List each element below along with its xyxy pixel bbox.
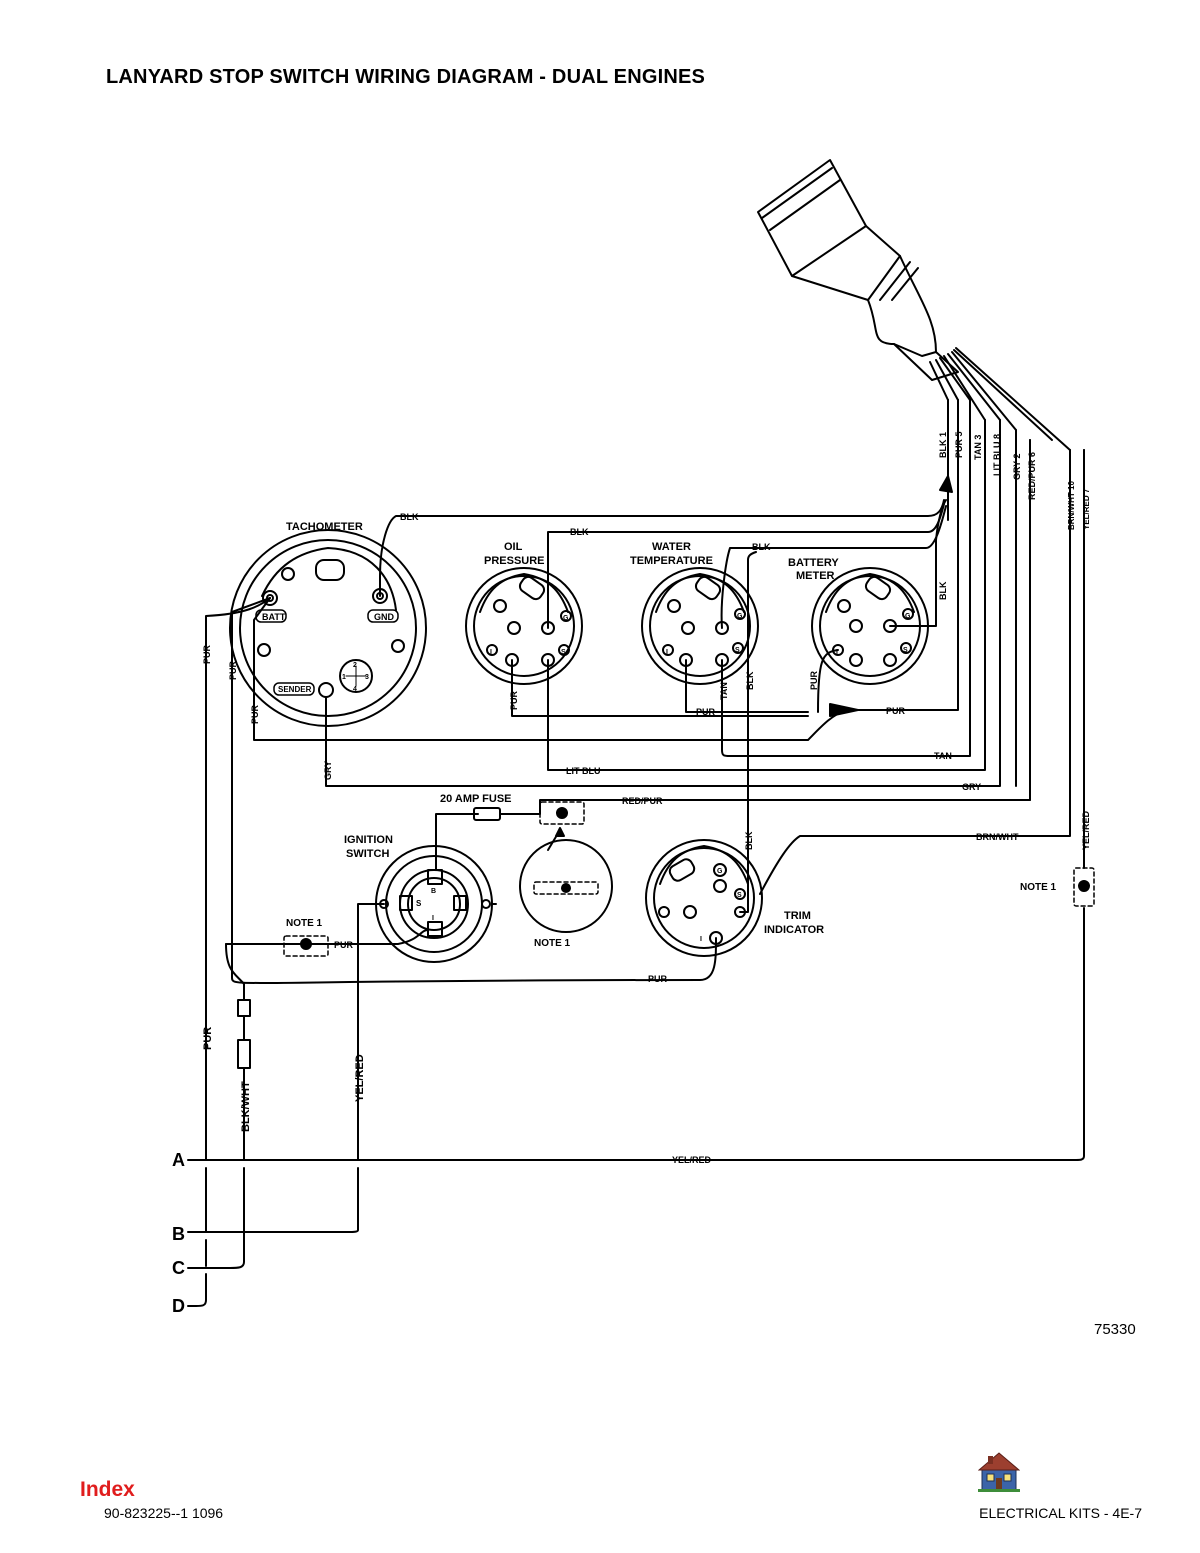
selector-number-4: 4 xyxy=(353,686,357,693)
water-g-terminal: G xyxy=(737,613,743,620)
wire-label-blk-wht: BLK/WHT xyxy=(240,1081,252,1132)
selector-number-1: 1 xyxy=(342,674,346,681)
water-temperature-gauge xyxy=(641,567,759,685)
figure-number: 75330 xyxy=(1094,1321,1136,1338)
wire-label-pur-lower: PUR xyxy=(202,1027,214,1050)
wire-label-blk-oil: BLK xyxy=(570,527,589,537)
water-temperature-label-1: WATER xyxy=(652,541,691,553)
wire-label-tan: TAN xyxy=(934,751,952,761)
wire-label-blk-water: BLK xyxy=(752,542,771,552)
yel-red-wires xyxy=(195,449,1095,1269)
wire-label-gry: GRY xyxy=(962,782,981,792)
trim-s-terminal: S xyxy=(737,892,742,899)
water-temperature-label-2: TEMPERATURE xyxy=(630,555,713,567)
ignition-b-terminal: B xyxy=(431,888,436,895)
gnd-terminal-label: GND xyxy=(374,612,395,622)
wire-label-gry-tach: GRY xyxy=(323,761,333,780)
ignition-i-terminal: I xyxy=(432,915,434,922)
harness-wire-blk-1: BLK 1 xyxy=(938,432,948,458)
wire-label-tan-water: TAN xyxy=(719,682,729,700)
sender-terminal-label: SENDER xyxy=(278,685,312,694)
connection-letter-d: D xyxy=(172,1296,185,1316)
wire-label-pur-battery: PUR xyxy=(809,670,819,690)
wire-label-brn-wht: BRN/WHT xyxy=(976,832,1019,842)
harness-wire-yel-red-7: YEL/RED 7 xyxy=(1082,488,1091,530)
wire-label-red-pur: RED/PUR xyxy=(622,796,663,806)
connection-letter-c: C xyxy=(172,1258,185,1278)
document-number: 90-823225--1 1096 xyxy=(104,1505,224,1521)
selector-number-3: 3 xyxy=(365,674,369,681)
wire-label-pur-main: PUR xyxy=(886,706,906,716)
battery-meter-label-2: METER xyxy=(796,570,835,582)
trim-indicator-gauge xyxy=(645,839,763,957)
batt-terminal-label: BATT xyxy=(262,612,286,622)
trim-i-terminal: I xyxy=(700,936,702,943)
wire-label-blk-water-v: BLK xyxy=(745,671,755,690)
section-footer: ELECTRICAL KITS - 4E-7 xyxy=(979,1505,1142,1521)
harness-wire-brn-wht-10: BRN/WHT 10 xyxy=(1067,481,1076,530)
harness-wire-pur-5: PUR 5 xyxy=(954,431,964,458)
wire-label-pur-tach-1: PUR xyxy=(202,644,212,664)
fuse-detail-inset xyxy=(519,827,613,933)
house-icon[interactable] xyxy=(978,1450,1020,1492)
harness-wire-red-pur-6: RED/PUR 6 xyxy=(1027,452,1037,500)
tachometer-label: TACHOMETER xyxy=(286,521,363,533)
wire-label-blk-tach: BLK xyxy=(400,512,419,522)
wire-label-lit-blu: LIT BLU xyxy=(566,766,601,776)
battery-i-terminal: I xyxy=(836,649,838,656)
connection-letter-b: B xyxy=(172,1224,185,1244)
trim-indicator-label-1: TRIM xyxy=(784,910,811,922)
pur-wires xyxy=(195,399,959,1307)
water-i-terminal: I xyxy=(666,649,668,656)
oil-pressure-label-1: OIL xyxy=(504,541,523,553)
oil-pressure-label-2: PRESSURE xyxy=(484,555,545,567)
connection-letter-a: A xyxy=(172,1150,185,1170)
wire-label-yel-red-right: YEL/RED xyxy=(1081,810,1091,850)
blk-wires xyxy=(379,399,953,629)
wire-label-pur-oil: PUR xyxy=(509,690,519,710)
ignition-s-terminal: S xyxy=(416,899,422,908)
index-link[interactable]: Index xyxy=(80,1478,135,1501)
oil-s-terminal: S xyxy=(561,649,566,656)
ignition-switch-label-1: IGNITION xyxy=(344,834,393,846)
harness-wire-tan-3: TAN 3 xyxy=(973,435,983,460)
oil-i-terminal: I xyxy=(490,649,492,656)
battery-g-terminal: G xyxy=(905,613,911,620)
connection-markers xyxy=(187,1159,197,1307)
wire-label-yel-red-lower: YEL/RED xyxy=(354,1054,366,1102)
water-s-terminal: S xyxy=(735,647,740,654)
note-right-label: NOTE 1 xyxy=(1020,882,1057,893)
harness-plug xyxy=(757,159,1071,451)
wire-label-pur-tach-3: PUR xyxy=(250,704,260,724)
fuse-note-label: NOTE 1 xyxy=(534,938,571,949)
tachometer-gauge xyxy=(229,529,427,727)
trim-g-terminal: G xyxy=(717,868,723,875)
note-left-label: NOTE 1 xyxy=(286,918,323,929)
trim-indicator-label-2: INDICATOR xyxy=(764,924,824,936)
harness-wire-lit-blu-8: LIT BLU 8 xyxy=(992,434,1002,476)
battery-s-terminal: S xyxy=(903,647,908,654)
oil-g-terminal: G xyxy=(563,615,569,622)
ignition-switch-label-2: SWITCH xyxy=(346,848,389,860)
battery-meter-label-1: BATTERY xyxy=(788,557,839,569)
wire-label-blk-battery: BLK xyxy=(938,581,948,600)
wire-label-pur-center: PUR xyxy=(696,707,716,717)
wire-label-pur-ignition: PUR xyxy=(334,940,354,950)
wire-label-yel-red-main: YEL/RED xyxy=(672,1155,712,1165)
harness-wire-gry-2: GRY 2 xyxy=(1012,453,1022,480)
oil-pressure-gauge xyxy=(465,567,583,685)
wire-label-pur-trim: PUR xyxy=(648,974,668,984)
selector-number-2: 2 xyxy=(353,662,357,669)
wire-label-blk-trim: BLK xyxy=(744,831,754,850)
fuse-label: 20 AMP FUSE xyxy=(440,793,512,805)
wire-label-pur-tach-2: PUR xyxy=(228,660,238,680)
page-title: LANYARD STOP SWITCH WIRING DIAGRAM - DUA… xyxy=(106,66,706,88)
other-wires xyxy=(325,399,1071,913)
